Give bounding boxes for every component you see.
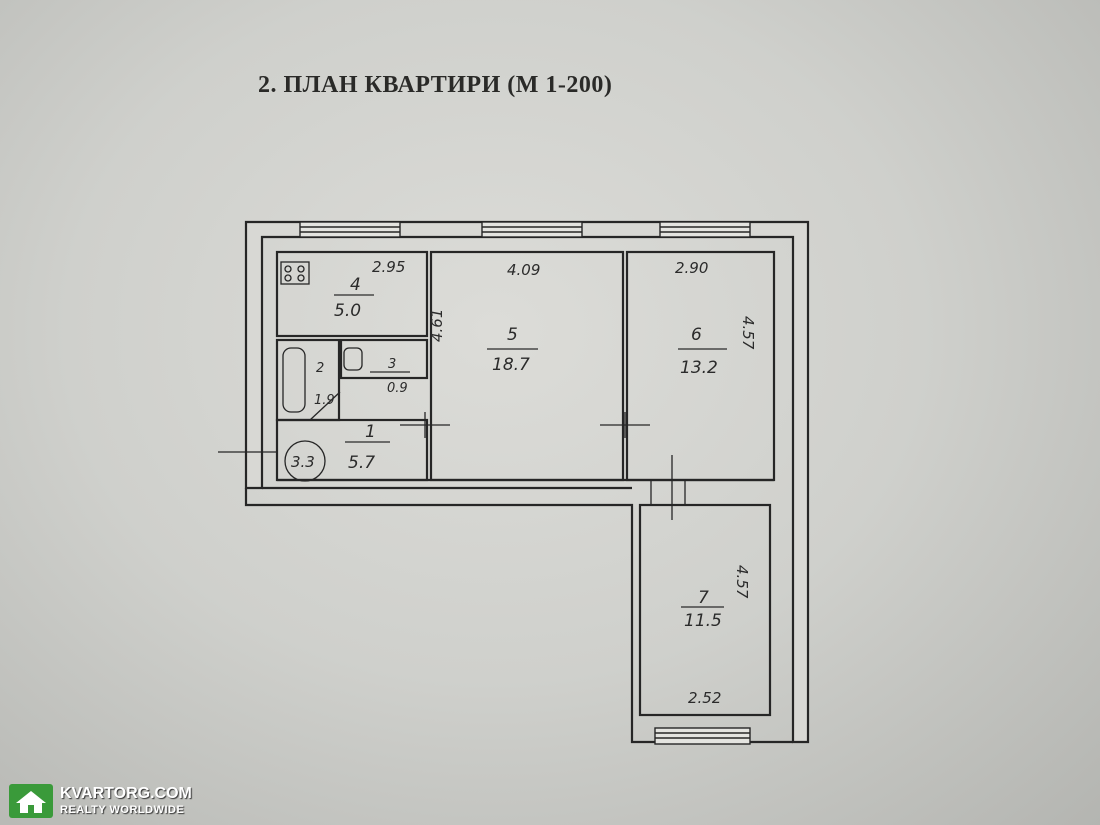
walls [244, 220, 810, 744]
dim-kitchen-width: 2.95 [372, 258, 405, 276]
room-7-area: 11.5 [684, 611, 722, 631]
bathtub-fixture [282, 347, 306, 413]
room-7-number: 7 [698, 588, 709, 608]
plan-title: 2. ПЛАН КВАРТИРИ (М 1-200) [258, 72, 613, 98]
room-5-number: 5 [507, 325, 518, 345]
window-kitchen [299, 221, 401, 238]
room-3-area: 0.9 [387, 381, 408, 396]
watermark-tagline: REALTY WORLDWIDE [60, 804, 185, 816]
window-room-6 [659, 221, 751, 238]
dim-room5-height: 4.61 [428, 309, 446, 342]
windows [299, 221, 751, 745]
dim-room7-height: 4.57 [733, 565, 751, 599]
fixtures [218, 261, 686, 520]
dim-room6-height: 4.57 [739, 316, 757, 350]
outer-wall-upper [244, 220, 810, 744]
room-3-number: 3 [388, 357, 396, 372]
room-1-number: 1 [365, 422, 376, 442]
door-swing-bath [309, 391, 341, 421]
threshold-box [650, 479, 686, 506]
watermark-name: KVARTORG.COM [60, 785, 192, 802]
circle-mark-label: 3.3 [291, 453, 315, 471]
watermark: KVARTORG.COM REALTY WORLDWIDE [8, 782, 192, 820]
toilet-fixture [343, 347, 363, 371]
room-5-area: 18.7 [492, 355, 530, 375]
room-6-area: 13.2 [680, 358, 718, 378]
room-1-area: 5.7 [348, 453, 375, 473]
dim-room5-width: 4.09 [507, 261, 540, 279]
room-6-number: 6 [691, 325, 702, 345]
room-2-outline [275, 338, 341, 422]
room-labels: 4 5.0 5 18.7 6 13.2 7 11.5 1 5.7 2 1.9 3… [291, 275, 727, 631]
dim-room7-width: 2.52 [688, 689, 721, 707]
dimension-labels: 2.95 4.09 2.90 2.52 4.61 4.57 4.57 [372, 258, 757, 707]
room-2-area: 1.9 [314, 393, 335, 408]
window-room-5 [481, 221, 583, 238]
dim-room6-width: 2.90 [675, 259, 708, 277]
room-4-outline [275, 250, 429, 338]
room-4-area: 5.0 [334, 301, 361, 321]
room-2-number: 2 [316, 361, 324, 376]
window-room-7 [654, 727, 751, 745]
stove-fixture [280, 261, 310, 285]
room-7-outline [638, 503, 772, 717]
house-logo-icon [9, 784, 53, 818]
circle-mark-outline [284, 440, 326, 482]
room-3-outline [339, 338, 429, 380]
room-4-number: 4 [350, 275, 361, 295]
